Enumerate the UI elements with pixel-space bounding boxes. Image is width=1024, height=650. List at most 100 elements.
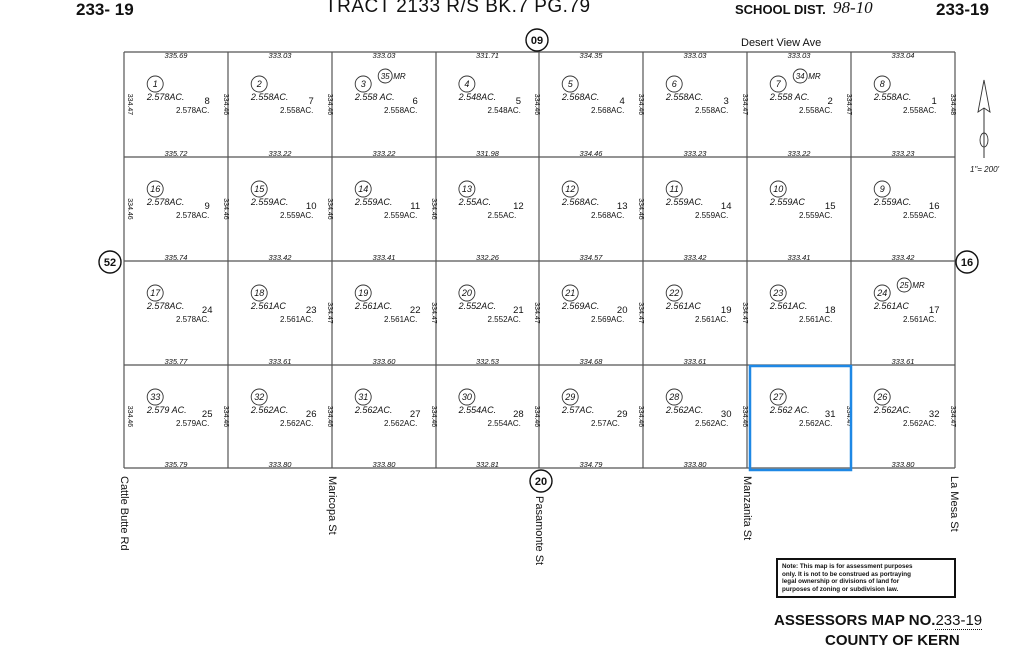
lot-number: 5 — [516, 96, 521, 107]
lot-dimension-vertical: 334.46 — [222, 94, 229, 116]
map-title: TRACT 2133 R/S BK.7 PG.79 — [325, 0, 591, 17]
parcel-acreage: 2.561AC — [250, 301, 287, 311]
lot-dimension-vertical: 334.46 — [222, 406, 229, 428]
note-line: legal ownership or divisions of land for — [782, 578, 900, 586]
parcel-number-circle — [769, 180, 787, 198]
parcel-acreage: 2.559AC. — [873, 197, 912, 207]
lot-acreage: 2.559AC. — [280, 211, 313, 220]
parcel-number: 24 — [876, 288, 887, 298]
lot-dimension: 333.22 — [788, 149, 812, 158]
note-line: purposes of zoning or subdivision law. — [782, 585, 899, 593]
lot-dimension-vertical: 334.47 — [845, 94, 852, 116]
lot-dimension: 333.03 — [269, 51, 293, 60]
lot-number: 8 — [205, 96, 210, 107]
parcel-number: 8 — [880, 79, 885, 89]
parcel-number-circle — [250, 180, 268, 198]
lot-acreage: 2.548AC. — [488, 106, 521, 115]
lot-dimension: 335.79 — [165, 460, 189, 469]
parcel-number: 31 — [358, 392, 368, 402]
parcel-acreage: 2.562 AC. — [769, 405, 810, 415]
lot-number: 31 — [825, 409, 836, 420]
parcel-acreage: 2.558AC. — [250, 92, 289, 102]
lot-acreage: 2.558AC. — [695, 106, 728, 115]
lot-acreage: 2.554AC. — [488, 419, 521, 428]
street-label-manzanita: Manzanita St — [741, 476, 753, 540]
lot-dimension: 332.81 — [476, 460, 499, 469]
parcel-number-circle — [665, 388, 683, 406]
lot-acreage: 2.552AC. — [488, 315, 521, 324]
school-district-label: SCHOOL DIST. — [735, 2, 826, 17]
parcel-acreage: 2.561AC. — [769, 301, 808, 311]
north-arrow-ring-icon — [979, 132, 989, 148]
lot-acreage: 2.568AC. — [591, 211, 624, 220]
lot-dimension: 331.98 — [476, 149, 500, 158]
lot-acreage: 2.578AC. — [176, 106, 209, 115]
mr-number: 25 — [899, 281, 909, 290]
parcel-acreage: 2.578AC. — [146, 301, 185, 311]
parcel-acreage: 2.578AC. — [146, 197, 185, 207]
parcel-number: 3 — [361, 79, 366, 89]
lot-dimension: 334.57 — [580, 253, 604, 262]
mr-circle — [377, 68, 393, 84]
parcel-number: 13 — [462, 184, 472, 194]
school-district-value: 98-10 — [833, 0, 873, 17]
lot-dimension: 333.03 — [684, 51, 708, 60]
parcel-acreage: 2.559AC. — [354, 197, 393, 207]
lot-dimension-vertical: 334.46 — [430, 406, 437, 428]
parcel-acreage: 2.554AC. — [458, 405, 497, 415]
parcel-acreage: 2.558 AC. — [354, 92, 395, 102]
parcel-acreage: 2.558AC. — [665, 92, 704, 102]
street-label-pasamonte: Pasamonte St — [533, 496, 545, 565]
parcel-number: 9 — [880, 184, 885, 194]
lot-number: 32 — [929, 409, 940, 420]
lot-number: 29 — [617, 409, 628, 420]
lot-acreage: 2.578AC. — [176, 211, 209, 220]
north-arrow-head-icon — [977, 79, 991, 113]
lot-dimension: 335.69 — [165, 51, 189, 60]
lot-dimension-vertical: 334.46 — [533, 94, 540, 116]
parcel-number: 16 — [150, 184, 160, 194]
parcel-number: 6 — [672, 79, 677, 89]
lot-acreage: 2.558AC. — [903, 106, 936, 115]
note-line: Note: This map is for assessment purpose… — [782, 563, 913, 570]
parcel-acreage: 2.558AC. — [873, 92, 912, 102]
lot-acreage: 2.559AC. — [799, 211, 832, 220]
parcel-number-circle — [354, 180, 372, 198]
lot-number: 7 — [309, 96, 314, 107]
parcel-number-circle — [458, 180, 476, 198]
parcel-number-circle — [873, 284, 891, 302]
lot-acreage: 2.579AC. — [176, 419, 209, 428]
header-right-code: 233-19 — [936, 0, 989, 19]
lot-acreage: 2.578AC. — [176, 315, 209, 324]
parcel-acreage: 2.559AC — [769, 197, 806, 207]
lot-acreage: 2.562AC. — [903, 419, 936, 428]
lot-acreage: 2.562AC. — [799, 419, 832, 428]
lot-dimension-vertical: 334.47 — [949, 406, 956, 428]
map-number: 233-19 — [935, 612, 983, 630]
lot-acreage: 2.558AC. — [384, 106, 417, 115]
lot-acreage: 2.559AC. — [903, 211, 936, 220]
road-badge-right-circle — [955, 250, 979, 274]
lot-dimension: 334.68 — [580, 357, 604, 366]
mr-circle — [896, 277, 912, 293]
lot-dimension: 335.77 — [165, 357, 189, 366]
parcel-acreage: 2.568AC. — [561, 92, 600, 102]
lot-number: 2 — [828, 96, 833, 107]
mr-circle — [792, 68, 808, 84]
parcel-number-circle — [146, 284, 164, 302]
lot-dimension: 333.80 — [892, 460, 916, 469]
lot-dimension: 332.53 — [476, 357, 500, 366]
street-label-cattle-butte: Cattle Butte Rd — [118, 476, 130, 551]
lot-acreage: 2.561AC. — [695, 315, 728, 324]
map-number-label: ASSESSORS MAP NO. — [774, 612, 936, 629]
lot-dimension-vertical: 334.47 — [741, 94, 748, 116]
lot-acreage: 2.562AC. — [280, 419, 313, 428]
parcel-number: 12 — [565, 184, 575, 194]
parcel-number-circle — [769, 75, 787, 93]
parcel-number: 11 — [670, 184, 679, 194]
lot-acreage: 2.562AC. — [384, 419, 417, 428]
road-badge-bottom: 20 — [535, 476, 547, 488]
street-label-top: Desert View Ave — [741, 37, 822, 49]
lot-dimension-vertical: 334.47 — [430, 302, 437, 324]
